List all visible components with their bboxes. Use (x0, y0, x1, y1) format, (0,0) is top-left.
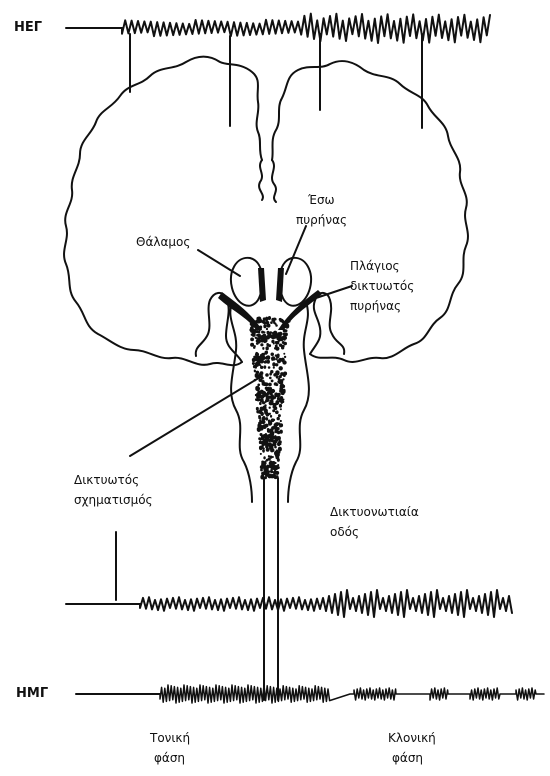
right-thalamus (280, 258, 311, 306)
reticulospinal-label-line2: οδός (330, 524, 359, 540)
reticular-formation-label-line2: σχηματισμός (74, 492, 153, 508)
inner-nucleus-pointer (286, 226, 306, 274)
reticular-formation-label-line1: Δικτυωτός (74, 472, 139, 488)
lateral-reticular-label-line3: πυρήνας (350, 298, 401, 314)
thalamus-label: Θάλαμος (136, 234, 190, 250)
reticulospinal-label-line1: Δικτυονωτιαία (330, 504, 419, 520)
inner-nucleus-label-line1: Έσω (308, 192, 335, 208)
eeg-trace-waveform (122, 14, 490, 43)
reticular-formation-stipple (249, 316, 290, 480)
lateral-reticular-label-line1: Πλάγιος (350, 258, 400, 274)
eeg-label: ΗΕΓ (14, 20, 42, 36)
central-fissure (259, 160, 276, 202)
lower-trace-waveform (140, 590, 512, 617)
clonic-phase-label-line2: φάση (392, 750, 423, 766)
lateral-reticular-label-line2: δικτυωτός (350, 278, 414, 294)
left-thalamus (231, 258, 262, 306)
right-temporal-fold (310, 293, 344, 354)
thalamic-radiation-left (218, 292, 262, 330)
emg-trace-waveform (160, 685, 544, 703)
thalamus-pointer (198, 250, 240, 276)
inner-nucleus-label-line2: πυρήνας (296, 212, 347, 228)
emg-label: ΗΜΓ (16, 686, 48, 702)
brain-left-hemisphere (64, 57, 262, 365)
tonic-phase-label-line2: φάση (154, 750, 185, 766)
reticular-formation-pointer (130, 376, 262, 456)
clonic-phase-label-line1: Κλονική (388, 730, 436, 746)
tonic-phase-label-line1: Τονική (150, 730, 190, 746)
thalamic-radiation-right (278, 290, 322, 330)
